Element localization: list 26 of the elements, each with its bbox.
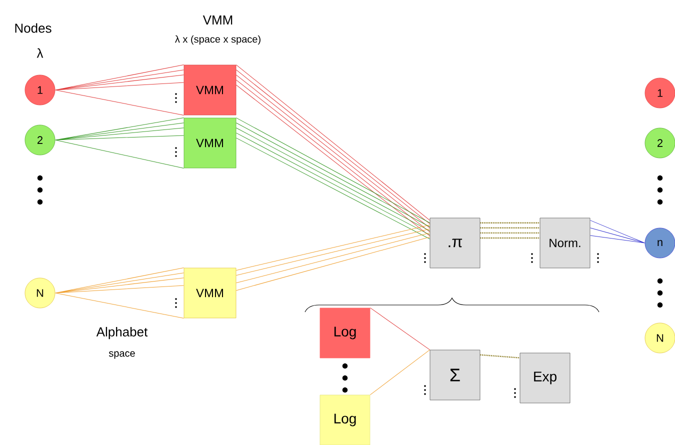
connector-lines xyxy=(54,268,184,318)
label-text: VMM xyxy=(202,16,232,24)
connector-lines xyxy=(370,308,430,350)
connector-lines xyxy=(236,118,430,240)
connector-lines xyxy=(54,118,184,168)
process-box: Norm. xyxy=(540,218,590,268)
process-box: VMM xyxy=(184,64,236,116)
label-text: Alphabet xyxy=(96,326,148,340)
process-box: .π xyxy=(430,218,480,268)
process-box: Log xyxy=(320,308,370,358)
process-box: Σ xyxy=(430,350,480,400)
process-box: Exp xyxy=(520,352,570,404)
process-box: VMM xyxy=(184,268,236,318)
connector-lines xyxy=(54,64,184,116)
connector-lines xyxy=(236,224,430,291)
label-text: λ xyxy=(36,48,44,58)
label-text: λ x (space x space) xyxy=(175,35,260,45)
connector-lines xyxy=(236,64,430,236)
label-text: Nodes xyxy=(15,23,52,33)
process-box: Log xyxy=(320,394,370,445)
connector-lines xyxy=(480,222,540,239)
process-box: VMM xyxy=(184,118,236,168)
label-text: space xyxy=(108,351,135,359)
connector-lines xyxy=(370,350,430,396)
connector-lines xyxy=(480,354,520,358)
connector-lines xyxy=(590,220,646,244)
